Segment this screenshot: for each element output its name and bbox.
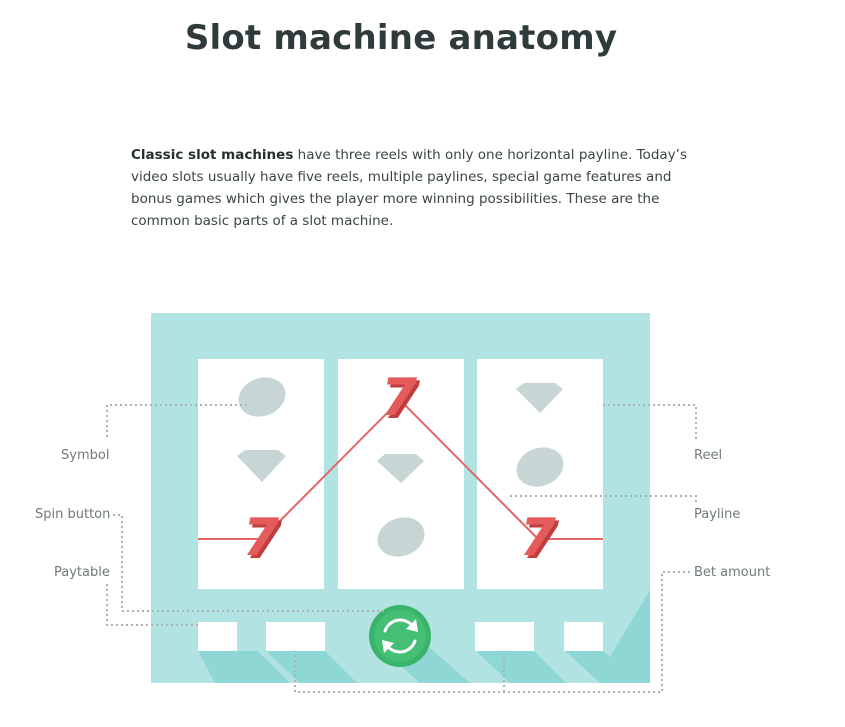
seven-symbol-center: 7 7 [381,368,421,431]
refresh-icon [382,618,418,654]
label-payline: Payline [694,507,740,522]
intro-text: have three reels with only one horizonta… [131,147,687,229]
intro-bold-lead: Classic slot machines [131,147,294,163]
svg-text:7: 7 [384,371,421,431]
svg-text:7: 7 [381,368,418,428]
seven-symbol-left: 7 7 [243,508,283,571]
label-symbol: Symbol [61,448,109,463]
bet-box-right[interactable] [475,622,534,651]
svg-text:7: 7 [246,511,283,571]
seven-symbol-right: 7 7 [520,508,560,571]
diamond-icon [377,454,424,483]
lemon-icon [238,377,286,417]
info-box-right[interactable] [564,622,603,651]
lemon-icon [516,447,564,487]
svg-text:7: 7 [523,511,560,571]
page-title: Slot machine anatomy [184,18,618,58]
lemon-icon [377,517,425,557]
diamond-icon [237,450,286,482]
spin-button[interactable] [369,605,431,667]
paytable-box[interactable] [198,622,237,651]
bet-box-left[interactable] [266,622,325,651]
symbol-leader-line [106,404,247,440]
intro-paragraph: Classic slot machines have three reels w… [131,144,691,232]
label-spin-button: Spin button [35,507,110,522]
spin-button-leader-line [113,514,385,612]
paytable-leader-line [106,584,198,626]
svg-text:7: 7 [243,508,280,568]
label-paytable: Paytable [54,565,110,580]
payline-line [198,398,603,540]
payline-leader-line [510,495,697,503]
reel-leader-line [603,404,697,440]
diamond-icon [516,383,563,413]
label-bet-amount: Bet amount [694,565,770,580]
svg-text:7: 7 [520,508,557,568]
label-reel: Reel [694,448,722,463]
